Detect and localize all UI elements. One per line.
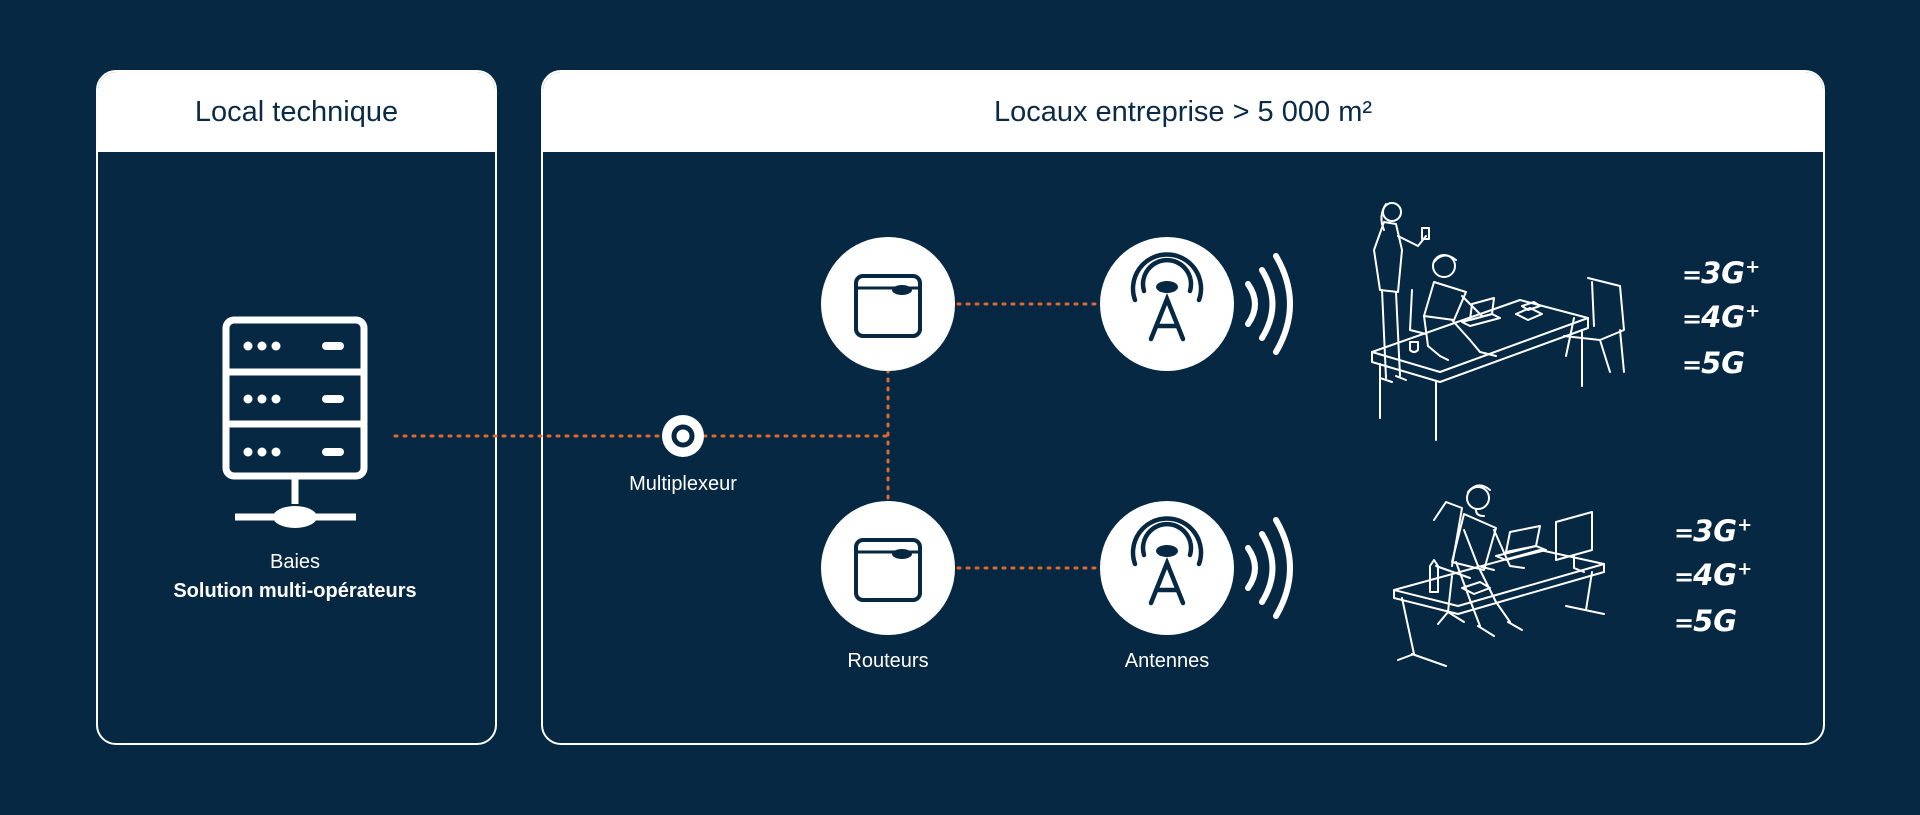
local-technique-title: Local technique — [98, 72, 495, 152]
signal-waves-icon-top — [1245, 253, 1293, 355]
multiplexer-label: Multiplexeur — [629, 473, 737, 495]
antennas-label: Antennes — [1124, 650, 1210, 672]
links — [393, 302, 1102, 570]
office-team-illustration — [1371, 202, 1625, 441]
antenna-icon-top — [1100, 237, 1234, 371]
network-bottom-3g: =3G+ — [1674, 514, 1753, 548]
enterprise-panel: Locaux entreprise > 5 000 m² — [541, 70, 1825, 745]
local-technique-panel: Local technique — [96, 70, 497, 745]
network-bottom-4g: =4G+ — [1674, 558, 1753, 592]
solution-label: Solution multi-opérateurs — [173, 580, 417, 602]
server-rack-icon — [222, 316, 368, 521]
network-top-5g: =5G — [1682, 346, 1746, 380]
baies-label: Baies — [269, 551, 321, 573]
network-top-3g: =3G+ — [1682, 256, 1761, 290]
signal-waves-icon-bottom — [1245, 517, 1293, 619]
network-top-4g: =4G+ — [1682, 300, 1761, 334]
multiplexer-icon — [662, 415, 704, 457]
router-icon-bottom — [821, 501, 955, 635]
network-bottom-5g: =5G — [1674, 604, 1738, 638]
office-worker-illustration — [1393, 484, 1605, 667]
server-rack-leds — [243, 341, 344, 528]
routers-label: Routeurs — [847, 650, 929, 672]
antenna-icon-bottom — [1100, 501, 1234, 635]
enterprise-title: Locaux entreprise > 5 000 m² — [543, 72, 1823, 152]
router-icon-top — [821, 237, 955, 371]
